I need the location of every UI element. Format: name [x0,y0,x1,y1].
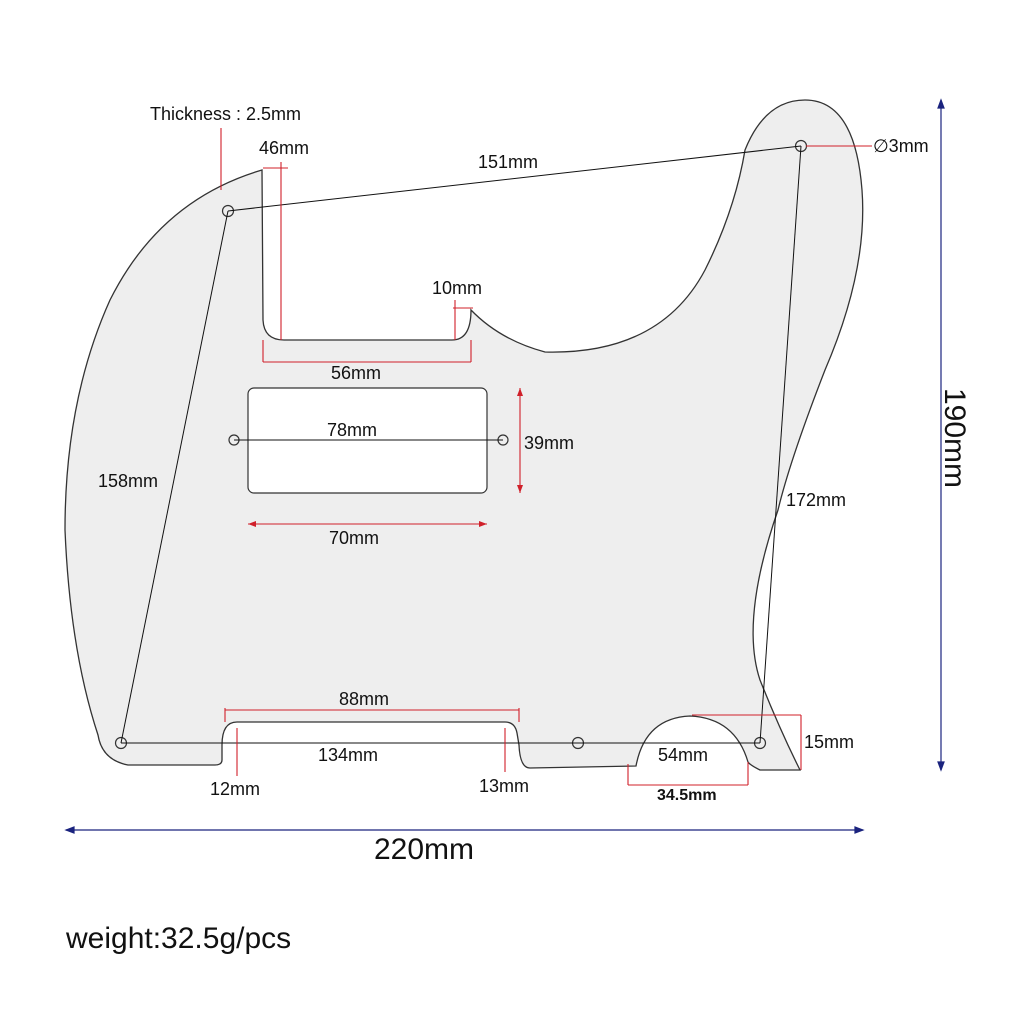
label-bridge-slot-width: 88mm [339,689,389,709]
label-bottom-span: 134mm [318,745,378,765]
weight-note: weight:32.5g/pcs [66,922,292,955]
label-top-left-hole-offset: 46mm [259,138,309,158]
label-pickup-width: 70mm [329,528,379,548]
label-notch-depth: 10mm [432,278,482,298]
label-left-span: 158mm [98,471,158,491]
label-pickup-mount-span: 78mm [327,420,377,440]
label-slot-left-offset: 12mm [210,779,260,799]
label-thickness: Thickness : 2.5mm [150,104,301,124]
label-cutout-opening: 34.5mm [657,787,717,804]
label-cutout-depth: 15mm [804,732,854,752]
red-dimension-lines [220,128,872,786]
label-pickup-height: 39mm [524,433,574,453]
label-hole-diameter: ∅3mm [873,136,929,156]
label-top-span: 151mm [478,152,538,172]
label-right-span: 172mm [786,490,846,510]
label-cutout-width: 54mm [658,745,708,765]
label-neck-width: 56mm [331,363,381,383]
label-total-width: 220mm [374,833,474,866]
label-total-height: 190mm [938,388,971,488]
blue-dimension-lines [64,98,945,834]
hole-span-lines [120,145,802,744]
red-arrow-marks [248,388,523,527]
label-slot-right-offset: 13mm [479,776,529,796]
